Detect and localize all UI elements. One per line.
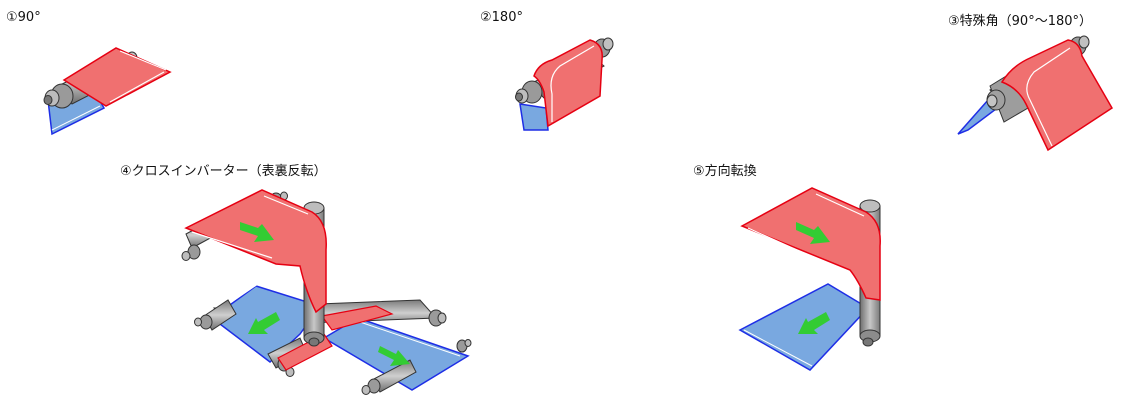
red-edge-line [109,71,165,103]
red-sheet-main [184,189,327,314]
label-direction-change: ⑤方向転換 [693,164,757,179]
figure-180-degree [515,37,614,131]
blue-edge-line [359,321,461,357]
label-special-angle: ③特殊角（90°～180°） [948,14,1093,29]
figure-cross-inverter [181,189,472,395]
blue-edge-line [743,329,813,367]
flow-arrow [378,346,410,366]
red-edge-line [747,227,847,273]
figure-special-angle [957,35,1114,152]
red-edge-line-2 [263,195,309,215]
label-180: ②180° [480,10,523,25]
label-cross-inverter: ④クロスインバーター（表裏反転） [120,164,327,179]
red-edge-line [1026,47,1071,147]
red-sheet [740,187,881,301]
roller [456,339,472,353]
blue-edge-line [51,105,101,131]
roller [194,299,237,331]
red-edge-line-2 [119,50,167,71]
blue-sheet [519,103,549,131]
label-90: ①90° [6,10,41,25]
red-sheet [62,47,172,107]
flow-arrow [240,222,274,242]
red-edge-line-2 [815,193,865,217]
red-edge-line [550,45,595,122]
red-sheet [533,39,603,128]
figure-90-degree [43,47,172,136]
flow-arrow [796,222,830,244]
red-strip [320,305,394,331]
flow-arrow [798,312,830,334]
roller [361,359,417,395]
figure-direction-change [738,187,881,371]
red-sheet [1000,39,1114,152]
red-edge-line [191,231,273,259]
flow-arrow [248,312,280,334]
